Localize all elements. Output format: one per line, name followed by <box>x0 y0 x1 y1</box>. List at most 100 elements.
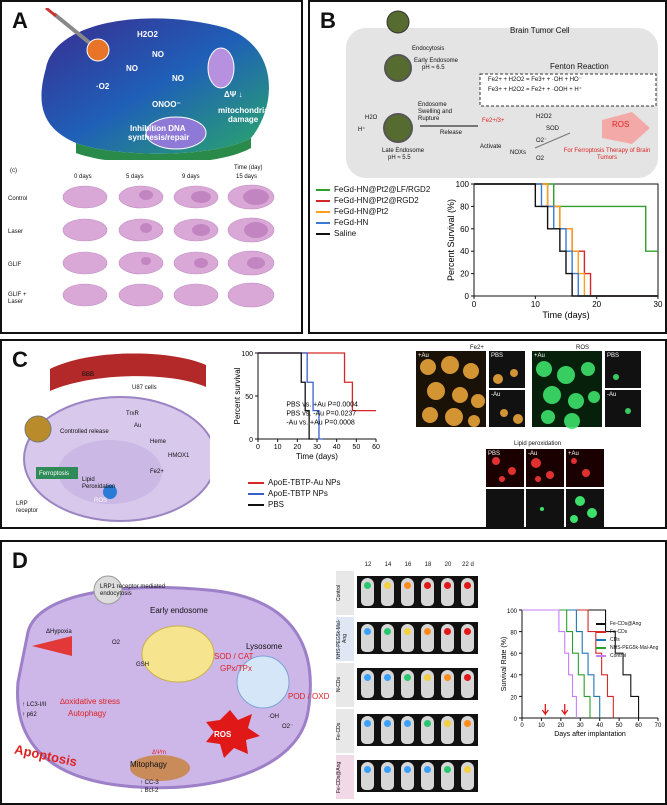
legend-swatch <box>316 221 330 224</box>
ros-burst-icon <box>206 710 260 758</box>
bioluminescence-signal <box>464 720 471 727</box>
legend-swatch <box>316 232 330 235</box>
mouse-image <box>377 714 398 746</box>
b-endocytosis: Endocytosis <box>412 46 445 52</box>
bioluminescence-signal <box>464 674 471 681</box>
bioluminescence-signal <box>424 720 431 727</box>
d-gsh: GSH <box>136 662 150 668</box>
series-line-0 <box>474 183 658 252</box>
c-bbb: BBB <box>82 372 95 378</box>
legend-swatch <box>596 647 606 649</box>
histology-tag: (c) <box>10 168 17 174</box>
cell-bottom-rim <box>76 138 251 160</box>
b-h2o: H2O <box>365 115 378 121</box>
b-o2minus: O2⁻ <box>536 138 548 144</box>
legend-label: Saline <box>334 229 357 238</box>
fluorescence-cells <box>420 356 631 429</box>
c-lipid-minus-au: -Au <box>528 451 538 457</box>
y-tick-label: 50 <box>245 394 253 401</box>
d-early-endosome: Early endosome <box>150 606 208 615</box>
bioluminescence-signal <box>404 766 411 773</box>
d-lrp1: LRP1 receptor mediated endocytosis <box>100 584 166 597</box>
imaging-day-label: 18 <box>424 562 432 568</box>
histology-row-0: Control <box>8 196 28 202</box>
b-sod: SOD <box>546 126 560 132</box>
legend-swatch <box>248 492 264 495</box>
mouse-image <box>437 622 458 654</box>
x-tick-label: 50 <box>616 723 623 729</box>
x-tick-label: 30 <box>577 723 584 729</box>
b-late-endosome: Late Endosome <box>382 148 425 154</box>
a-label-h2o2: H2O2 <box>137 30 158 39</box>
bioluminescence-signal <box>404 582 411 589</box>
d-o2minus: O2⁻ <box>282 724 294 730</box>
mouse-image <box>417 760 438 792</box>
y-tick-label: 20 <box>510 695 517 701</box>
x-tick-label: 30 <box>654 300 663 309</box>
histology-col-3: 15 days <box>236 174 258 180</box>
mouse-image <box>397 576 418 608</box>
a-label-onoo: ONOO⁻ <box>152 100 181 109</box>
treatment-arrow <box>541 704 549 716</box>
mouse-image <box>457 622 478 654</box>
b-early-endosome: Early Endosome <box>414 58 459 64</box>
c-au: Au <box>134 423 142 429</box>
bioluminescence-signal <box>404 720 411 727</box>
legend-swatch <box>596 639 606 641</box>
y-tick-label: 100 <box>507 609 518 615</box>
a-label-delta-psi: ΔΨ ↓ <box>224 90 243 99</box>
bioluminescence-signal <box>384 582 391 589</box>
x-tick-label: 40 <box>333 444 341 451</box>
bioluminescence-signal <box>364 628 371 635</box>
d-p62: ↑ p62 <box>22 712 37 718</box>
a-label-no-2: NO <box>126 64 138 73</box>
panel-c: C BBB U87 cells Controlled release TrxR … <box>0 339 667 529</box>
y-tick-label: 0 <box>514 717 518 723</box>
mouse-image <box>457 714 478 746</box>
legend-item: PBS <box>248 499 398 510</box>
d-pod-oxd: POD / OXD <box>288 692 330 701</box>
c-u87: U87 cells <box>132 385 157 391</box>
x-axis-label: Days after implantation <box>554 731 626 738</box>
imaging-day-label: 16 <box>404 562 412 568</box>
legend-swatch <box>596 623 606 625</box>
mouse-image <box>457 760 478 792</box>
mouse-image <box>377 668 398 700</box>
mouse-image <box>397 622 418 654</box>
bioluminescence-signal <box>444 582 451 589</box>
y-tick-label: 100 <box>456 180 470 189</box>
x-tick-label: 60 <box>372 444 380 451</box>
laser-fiber <box>52 12 93 46</box>
mouse-image <box>357 714 378 746</box>
x-tick-label: 0 <box>472 300 477 309</box>
bioluminescence-signal <box>364 582 371 589</box>
mouse-image <box>357 576 378 608</box>
b-hplus: H⁺ <box>358 127 366 133</box>
brain-tumor-cell-diagram <box>346 10 658 178</box>
a-label-dna-1: Inhibition DNA <box>130 124 186 133</box>
a-label-no-1: NO <box>152 50 164 59</box>
ros-icon <box>602 112 650 144</box>
c-lipid-peroxidation: Lipid Peroxidation <box>82 477 116 490</box>
legend-item: FeGd-HN@Pt2@LF/RGD2 <box>316 184 436 195</box>
mouse-image <box>437 714 458 746</box>
y-axis-label: Survival Rate (%) <box>501 637 508 691</box>
histology-col-0: 0 days <box>74 174 92 180</box>
imaging-day-label: 12 <box>364 562 372 568</box>
legend-label: PBS <box>268 500 285 509</box>
bioluminescence-signal <box>364 720 371 727</box>
x-axis-label: Time (days) <box>542 310 589 320</box>
nanoparticle-icon <box>86 38 110 62</box>
mouse-image <box>377 622 398 654</box>
y-tick-label: 40 <box>510 674 517 680</box>
nanoparticle-icon <box>24 415 52 443</box>
legend-label: FeGd-HN@Pt2 <box>334 207 389 216</box>
b-release: Release <box>440 130 463 136</box>
nucleus-icon <box>145 116 207 150</box>
bioluminescence-signal <box>364 674 371 681</box>
legend-swatch <box>596 631 606 633</box>
legend-label: ApoE-TBTP-Au NPs <box>268 478 341 487</box>
series-line-0 <box>522 609 640 718</box>
blood-vessel <box>50 353 206 391</box>
x-tick-label: 10 <box>274 444 282 451</box>
